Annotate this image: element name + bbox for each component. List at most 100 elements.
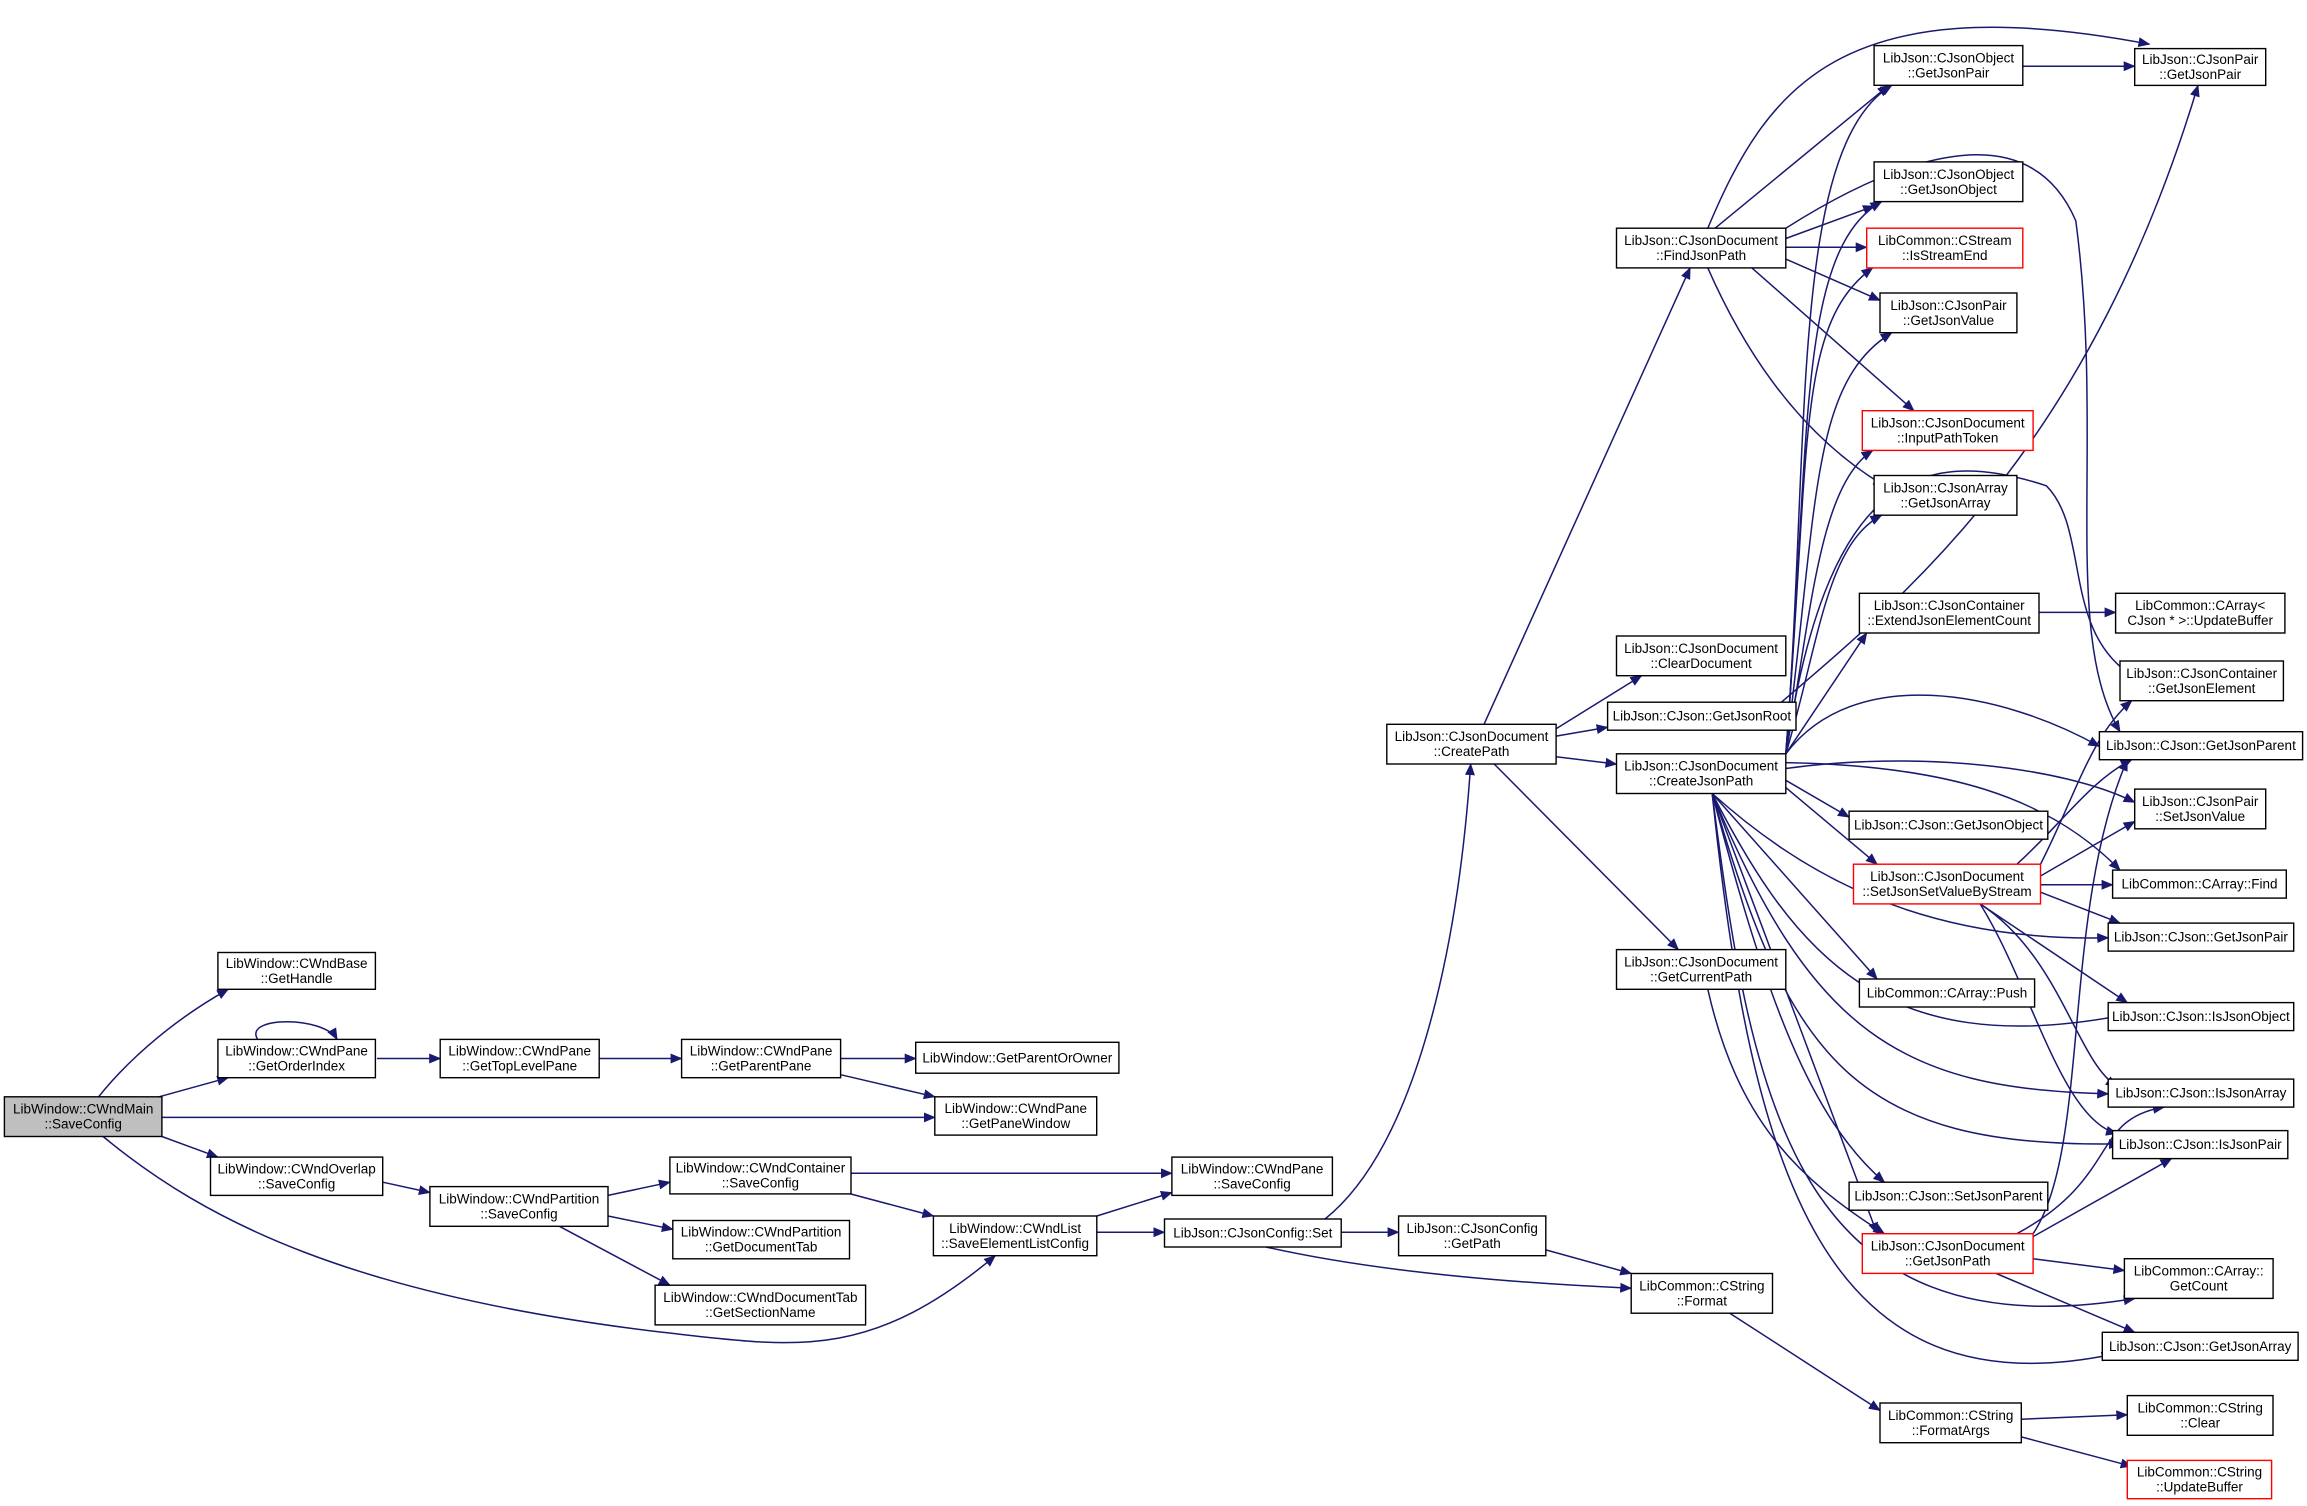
node-overlapSave[interactable]: LibWindow::CWndOverlap::SaveConfig xyxy=(209,1156,384,1197)
node-objGetJsonPair[interactable]: LibJson::CJsonObject::GetJsonPair xyxy=(1873,44,2024,86)
node-label: ::SaveConfig xyxy=(45,1117,122,1132)
node-configSet[interactable]: LibJson::CJsonConfig::Set xyxy=(1163,1218,1342,1248)
node-jsonGetJsonObject[interactable]: LibJson::CJson::GetJsonObject xyxy=(1848,810,2049,840)
edge-createPath-to-findJsonPath xyxy=(1483,266,1691,725)
node-formatArgs[interactable]: LibCommon::CString::FormatArgs xyxy=(1879,1402,2023,1444)
node-pairGetJsonPair[interactable]: LibJson::CJsonPair::GetJsonPair xyxy=(2133,47,2267,87)
edge-createJsonPath-to-isJsonPair xyxy=(1711,793,2121,1150)
node-carrPush[interactable]: LibCommon::CArray::Push xyxy=(1858,978,2036,1008)
node-label: LibWindow::CWndPane xyxy=(448,1044,591,1059)
edge-createJsonPath-to-arrGetJsonArray xyxy=(1785,514,1883,755)
node-pairGetJsonValue[interactable]: LibJson::CJsonPair::GetJsonValue xyxy=(1879,292,2018,334)
edge-createJsonPath-to-setJsonParent xyxy=(1711,793,1886,1183)
node-getHandle[interactable]: LibWindow::CWndBase::GetHandle xyxy=(217,951,377,990)
node-objGetJsonObject[interactable]: LibJson::CJsonObject::GetJsonObject xyxy=(1873,161,2024,203)
node-paneSave[interactable]: LibWindow::CWndPane::SaveConfig xyxy=(1171,1156,1334,1197)
edge-createPath-to-getCurrentPath xyxy=(1493,763,1680,951)
node-getOrderIndex[interactable]: LibWindow::CWndPane::GetOrderIndex xyxy=(217,1038,377,1079)
edge-setValueByStream-to-contGetJsonElement xyxy=(2039,700,2133,865)
node-jsonGetJsonArray[interactable]: LibJson::CJson::GetJsonArray xyxy=(2101,1331,2299,1362)
node-isJsonObject[interactable]: LibJson::CJson::IsJsonObject xyxy=(2107,1001,2295,1032)
node-jsonGetJsonPair[interactable]: LibJson::CJson::GetJsonPair xyxy=(2107,922,2295,952)
node-containerSave[interactable]: LibWindow::CWndContainer::SaveConfig xyxy=(669,1156,852,1195)
edge-createJsonPath-to-extendCount xyxy=(1785,632,1868,755)
node-extendCount[interactable]: LibJson::CJsonContainer::ExtendJsonEleme… xyxy=(1858,592,2040,634)
node-strClear[interactable]: LibCommon::CString::Clear xyxy=(2126,1394,2274,1436)
node-box xyxy=(2098,731,2304,761)
node-getDocumentTab[interactable]: LibWindow::CWndPartition::GetDocumentTab xyxy=(672,1219,851,1260)
node-label: LibCommon::CString xyxy=(2137,1465,2262,1480)
edge-setValueByStream-to-isJsonPair xyxy=(1979,903,2118,1136)
node-label: ::SaveConfig xyxy=(722,1176,799,1191)
node-getParentOrOwner[interactable]: LibWindow::GetParentOrOwner xyxy=(915,1041,1120,1074)
node-updateBuffer[interactable]: LibCommon::CString::UpdateBuffer xyxy=(2126,1459,2273,1500)
edge-createJsonPath-to-carrFind xyxy=(1785,761,2121,871)
node-jsonGetJsonParent[interactable]: LibJson::CJson::GetJsonParent xyxy=(2098,731,2304,761)
edge-findJsonPath-to-inputPathToken xyxy=(1751,267,1915,412)
node-label: LibCommon::CString xyxy=(1888,1408,2013,1423)
node-isStreamEnd[interactable]: LibCommon::CStream::IsStreamEnd xyxy=(1865,227,2024,269)
edge-root-to-getOrderIndex xyxy=(158,1075,230,1098)
node-label: LibJson::CJsonPair xyxy=(1890,298,2007,313)
node-box xyxy=(1171,1156,1334,1197)
node-getPaneWindow[interactable]: LibWindow::CWndPane::GetPaneWindow xyxy=(934,1096,1098,1136)
node-getSectionName[interactable]: LibWindow::CWndDocumentTab::GetSectionNa… xyxy=(654,1284,867,1326)
node-contGetJsonElement[interactable]: LibJson::CJsonContainer::GetJsonElement xyxy=(2119,660,2285,702)
nodes: LibWindow::CWndMain::SaveConfigLibWindow… xyxy=(3,44,2304,1500)
node-setValueByStream[interactable]: LibJson::CJsonDocument::SetJsonSetValueB… xyxy=(1852,863,2042,905)
node-createPath[interactable]: LibJson::CJsonDocument::CreatePath xyxy=(1386,723,1557,765)
node-label: ::CreateJsonPath xyxy=(1649,774,1753,789)
node-configGetPath[interactable]: LibJson::CJsonConfig::GetPath xyxy=(1397,1215,1547,1257)
node-carrFind[interactable]: LibCommon::CArray::Find xyxy=(2111,869,2288,899)
node-getParentPane[interactable]: LibWindow::CWndPane::GetParentPane xyxy=(680,1038,842,1079)
edge-setValueByStream-to-pairSetJsonValue xyxy=(2040,820,2136,877)
node-box xyxy=(2123,1257,2274,1300)
node-label: ::GetParentPane xyxy=(711,1059,812,1074)
node-isJsonPair[interactable]: LibJson::CJson::IsJsonPair xyxy=(2111,1129,2289,1160)
node-findJsonPath[interactable]: LibJson::CJsonDocument::FindJsonPath xyxy=(1615,227,1787,269)
node-label: ::GetCurrentPath xyxy=(1650,969,1752,984)
node-label: LibWindow::CWndBase xyxy=(226,956,368,971)
node-box xyxy=(2126,1459,2273,1500)
node-pairSetJsonValue[interactable]: LibJson::CJsonPair::SetJsonValue xyxy=(2133,788,2267,830)
edge-overlapSave-to-partitionSave xyxy=(382,1181,431,1196)
node-label: ::ExtendJsonElementCount xyxy=(1867,613,2031,628)
node-box xyxy=(934,1096,1098,1136)
node-label: LibJson::CJson::IsJsonArray xyxy=(2115,1086,2286,1101)
edge-strFormat-to-formatArgs xyxy=(1729,1312,1881,1412)
edge-docGetJsonPath-to-isJsonPair xyxy=(2032,1157,2173,1238)
node-strFormat[interactable]: LibCommon::CString::Format xyxy=(1630,1272,1774,1314)
node-isJsonArray[interactable]: LibJson::CJson::IsJsonArray xyxy=(2107,1078,2295,1108)
node-label: LibCommon::CString xyxy=(1639,1278,1764,1293)
node-label: LibJson::CJson::SetJsonParent xyxy=(1854,1189,2043,1204)
edge-findJsonPath-to-objGetJsonPair xyxy=(1714,84,1890,229)
node-getCurrentPath[interactable]: LibJson::CJsonDocument::GetCurrentPath xyxy=(1615,948,1787,990)
node-docGetJsonPath[interactable]: LibJson::CJsonDocument::GetJsonPath xyxy=(1861,1232,2034,1275)
node-box xyxy=(2126,1394,2274,1436)
node-setJsonParent[interactable]: LibJson::CJson::SetJsonParent xyxy=(1848,1181,2049,1211)
node-getJsonRoot[interactable]: LibJson::CJson::GetJsonRoot xyxy=(1606,701,1797,731)
edge-partitionSave-to-getDocumentTab xyxy=(607,1215,674,1232)
node-root[interactable]: LibWindow::CWndMain::SaveConfig xyxy=(3,1096,163,1138)
node-arrGetJsonArray[interactable]: LibJson::CJsonArray::GetJsonArray xyxy=(1873,474,2018,516)
node-box xyxy=(1873,161,2024,203)
node-box xyxy=(2107,1001,2295,1032)
node-label: LibJson::CJsonDocument xyxy=(1624,233,1778,248)
edge-formatArgs-to-updateBuffer xyxy=(2021,1436,2133,1469)
edge-createPath-to-getJsonRoot xyxy=(1555,724,1609,737)
node-carrGetCount[interactable]: LibCommon::CArray::GetCount xyxy=(2123,1257,2274,1300)
node-createJsonPath[interactable]: LibJson::CJsonDocument::CreateJsonPath xyxy=(1615,753,1787,795)
edge-createJsonPath-to-isJsonArray xyxy=(1711,793,2110,1099)
node-carrUpdateBuffer[interactable]: LibCommon::CArray<CJson * >::UpdateBuffe… xyxy=(2114,592,2286,634)
node-box xyxy=(1873,44,2024,86)
node-label: LibJson::CJson::GetJsonObject xyxy=(1854,818,2043,833)
node-label: LibJson::CJsonDocument xyxy=(1624,759,1778,774)
node-partitionSave[interactable]: LibWindow::CWndPartition::SaveConfig xyxy=(429,1185,609,1227)
node-saveElementList[interactable]: LibWindow::CWndList::SaveElementListConf… xyxy=(932,1215,1098,1257)
node-clearDocument[interactable]: LibJson::CJsonDocument::ClearDocument xyxy=(1615,635,1787,677)
edge-docGetJsonPath-to-jsonGetJsonParent xyxy=(2032,758,2128,1235)
node-inputPathToken[interactable]: LibJson::CJsonDocument::InputPathToken xyxy=(1861,410,2034,452)
node-box xyxy=(1615,227,1787,269)
node-getTopLevelPane[interactable]: LibWindow::CWndPane::GetTopLevelPane xyxy=(439,1038,600,1079)
edge-createJsonPath-to-jsonGetJsonParent xyxy=(1785,694,2101,755)
